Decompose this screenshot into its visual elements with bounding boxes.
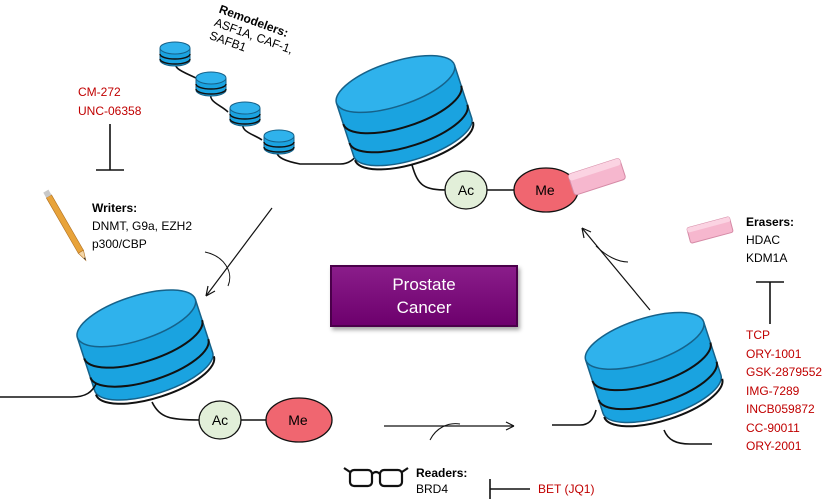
readers-title: Readers: [416, 466, 468, 480]
small-nucleosome [195, 71, 227, 97]
acetyl-label-top: Ac [458, 182, 474, 198]
dna-tail-left [0, 383, 266, 421]
readers-label: Readers: BRD4 [416, 465, 467, 497]
arrow-right-to-top [581, 227, 651, 311]
eraser-inhibitor: ORY-1001 [746, 346, 802, 361]
acetyl-mark-top: Ac [444, 170, 488, 210]
compact-chromatin [159, 41, 361, 165]
writers-title: Writers: [92, 201, 138, 215]
eraser-inhibitor: GSK-2879552 [746, 365, 823, 379]
writer-inhibitor: UNC-06358 [78, 103, 142, 118]
small-nucleosome [263, 129, 295, 155]
readers-item: BRD4 [416, 482, 449, 496]
writer-inhibitors: CM-272 UNC-06358 [78, 83, 141, 120]
nucleosome-left [69, 277, 221, 413]
dna-tail-right [552, 409, 712, 445]
writers-item: p300/CBP [92, 237, 147, 251]
small-nucleosome [229, 101, 261, 127]
acetyl-label-bottom: Ac [212, 412, 228, 428]
nucleosome-top [328, 43, 480, 179]
reader-inhibitor: BET (JQ1) [538, 482, 595, 496]
inhibition-bars [96, 124, 784, 499]
eraser-inhibitor: IMG-7289 [746, 383, 800, 398]
erasers-title: Erasers: [746, 215, 795, 229]
eraser-inhibitors: TCP ORY-1001 GSK-2879552 IMG-7289 INCB05… [746, 326, 822, 456]
small-nucleosome [159, 41, 191, 67]
acetyl-mark-bottom: Ac [198, 400, 242, 440]
eraser-icon [568, 158, 626, 196]
writers-item: DNMT, G9a, EZH2 [92, 219, 193, 233]
methyl-mark-top: Me [513, 167, 579, 213]
writer-inhibitor: CM-272 [78, 85, 121, 99]
dna-tail-top [411, 164, 514, 191]
methyl-label-top: Me [535, 182, 555, 198]
cycle-arrows [204, 207, 651, 441]
writers-label: Writers: DNMT, G9a, EZH2 p300/CBP [92, 199, 192, 253]
prostate-cancer-box: Prostate Cancer [330, 265, 518, 327]
pencil-icon [43, 189, 87, 262]
erasers-item: KDM1A [746, 251, 788, 265]
eraser-icon [686, 216, 734, 244]
eraser-inhibitor: ORY-2001 [746, 439, 802, 453]
glasses-icon [343, 467, 409, 488]
eraser-inhibitor: CC-90011 [746, 420, 800, 435]
arrow-writers-to-left [205, 207, 273, 297]
methyl-label-bottom: Me [288, 412, 308, 428]
erasers-item: HDAC [746, 233, 781, 247]
eraser-inhibitor: INCB059872 [746, 402, 815, 416]
erasers-label: Erasers: HDAC KDM1A [746, 213, 794, 267]
center-title-line1: Prostate [392, 275, 456, 294]
methyl-mark-bottom: Me [265, 397, 333, 443]
nucleosome-right [578, 300, 729, 435]
center-title-line2: Cancer [396, 298, 452, 317]
eraser-inhibitor: TCP [746, 328, 770, 342]
